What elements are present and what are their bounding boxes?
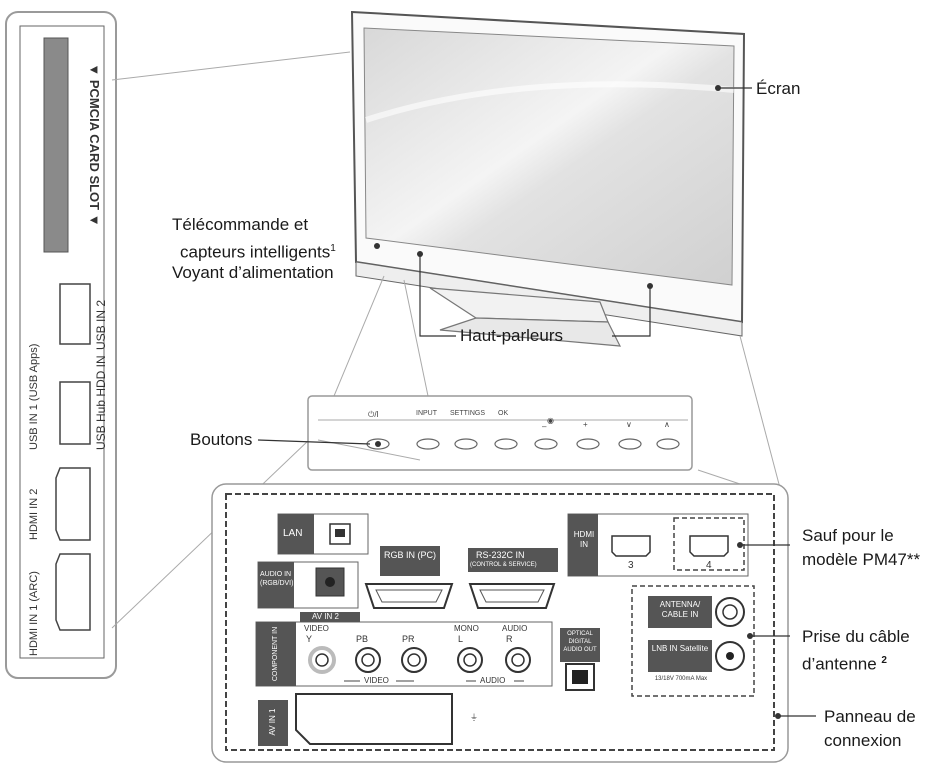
tv-screen xyxy=(350,10,746,347)
port-label-lan: LAN xyxy=(283,528,303,539)
label-except-line1: Sauf pour le xyxy=(802,526,894,545)
label-screen: Écran xyxy=(756,79,801,98)
btn-label-power: ⏻/I xyxy=(368,410,379,419)
svg-text:∧: ∧ xyxy=(664,420,670,429)
port-label-av-in1: AV IN 1 xyxy=(268,708,277,736)
svg-text:+: + xyxy=(583,420,588,429)
port-label-av-in2: AV IN 2 xyxy=(312,612,339,621)
label-remote-line1: Télécommande et xyxy=(172,215,309,234)
side-label-usb1: USB IN 1 (USB Apps) xyxy=(28,343,40,450)
svg-text:–: – xyxy=(542,422,547,431)
label-remote-text: capteurs intelligents xyxy=(180,242,331,262)
label-panel-line2: connexion xyxy=(824,731,902,750)
port-label-pr: PR xyxy=(402,634,415,644)
port-label-rgb-in: RGB IN (PC) xyxy=(384,550,437,560)
port-label-component: COMPONENT IN xyxy=(272,626,279,682)
port-label-lnb-spec: 13/18V 700mA Max xyxy=(654,676,708,682)
label-remote-sup: 1 xyxy=(330,243,336,254)
label-speakers: Haut-parleurs xyxy=(460,326,563,345)
port-label-audio-top: AUDIO xyxy=(502,624,528,633)
port-label-l: L xyxy=(458,634,464,644)
port-label-optical: OPTICAL DIGITAL AUDIO OUT xyxy=(563,631,597,653)
port-label-video-bottom: VIDEO xyxy=(364,676,389,685)
port-label-audio-bottom: AUDIO xyxy=(480,676,506,685)
hdmi2-port xyxy=(55,467,91,541)
port-label-hdmi-in: HDMI IN xyxy=(573,530,595,549)
connection-panel: ⏚ xyxy=(211,483,789,763)
btn-label-ok: OK xyxy=(498,410,509,417)
port-label-hdmi4: 4 xyxy=(706,560,712,571)
port-label-mono: MONO xyxy=(454,624,479,633)
side-label-usb2: USB IN 2 xyxy=(94,299,108,350)
svg-text:∨: ∨ xyxy=(626,420,632,429)
btn-label-input: INPUT xyxy=(416,410,437,417)
usb1-port xyxy=(59,381,91,445)
svg-text:⏚: ⏚ xyxy=(470,713,478,722)
side-label-hdmi1: HDMI IN 1 (ARC) xyxy=(28,571,40,656)
port-label-audio-in: AUDIO IN (RGB/DVI) xyxy=(260,571,294,587)
label-power-led: Voyant d’alimentation xyxy=(172,263,334,282)
side-label-hdmi2: HDMI IN 2 xyxy=(28,488,40,540)
side-label-pcmcia: ▼ PCMCIA CARD SLOT ▼ xyxy=(87,63,102,227)
pcmcia-slot xyxy=(43,37,69,253)
label-antenna-line1: Prise du câble xyxy=(802,627,910,646)
btn-label-settings: SETTINGS xyxy=(450,410,486,417)
label-antenna-text: d’antenne xyxy=(802,654,877,674)
port-label-y: Y xyxy=(306,634,313,644)
button-strip: ◉ – + ∨ ∧ xyxy=(307,395,693,471)
port-label-rs232c: RS-232C IN xyxy=(476,550,525,560)
hdmi1-port xyxy=(55,553,91,631)
label-remote-line2: capteurs intelligents1 xyxy=(180,238,336,264)
port-label-antenna: ANTENNA/ CABLE IN xyxy=(659,600,701,619)
port-label-pb: PB xyxy=(356,634,369,644)
label-panel-line1: Panneau de xyxy=(824,707,916,726)
port-label-video-top: VIDEO xyxy=(304,624,329,633)
svg-text:◉: ◉ xyxy=(547,416,554,425)
label-antenna-sup: 2 xyxy=(881,655,887,666)
label-antenna-line2: d’antenne 2 xyxy=(802,650,887,676)
port-label-hdmi3: 3 xyxy=(628,560,634,571)
port-label-rs232c-sub: (CONTROL & SERVICE) xyxy=(470,562,537,568)
port-label-r: R xyxy=(506,634,513,644)
side-label-usb-hdd: USB Hub HDD IN xyxy=(94,355,108,450)
usb2-port xyxy=(59,283,91,345)
label-except-line2: modèle PM47** xyxy=(802,550,921,569)
port-label-lnb: LNB IN Satellite xyxy=(651,644,709,653)
label-buttons: Boutons xyxy=(190,430,253,449)
